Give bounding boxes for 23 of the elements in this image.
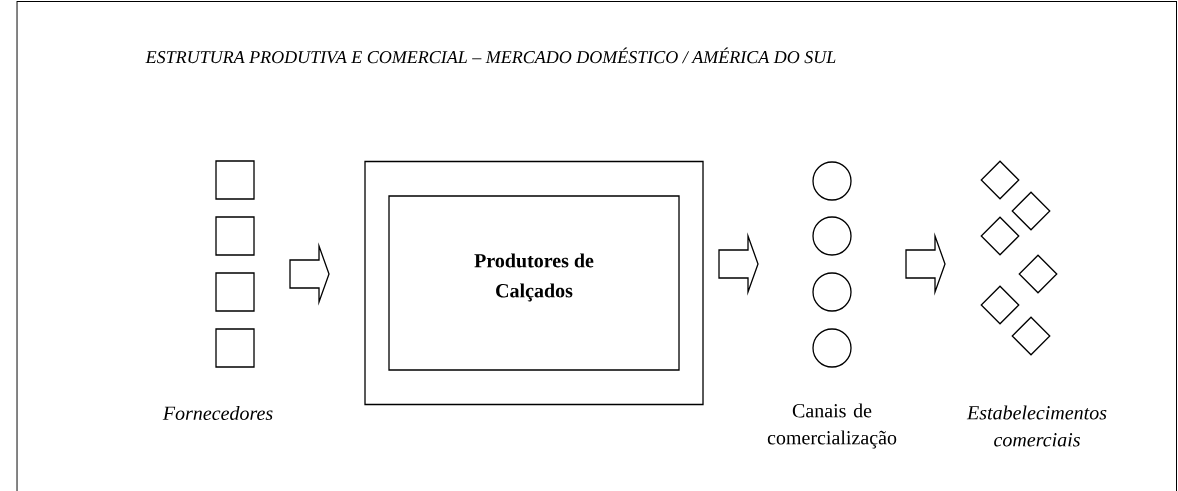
circle-shape [812, 161, 852, 201]
diamond-shape [980, 216, 1020, 256]
block-arrow [289, 242, 330, 306]
diamond-shape [1018, 254, 1058, 294]
block-arrow [718, 232, 759, 296]
circle-shape [812, 272, 852, 312]
square-box [215, 216, 255, 256]
caption: Estabelecimentos comerciais [966, 405, 1107, 447]
circle-shape [812, 328, 852, 368]
square-box [215, 272, 255, 312]
caption: Fornecedores [162, 405, 273, 421]
square-box [215, 328, 255, 368]
diamond-shape [1011, 191, 1051, 231]
title: ESTRUTURA PRODUTIVA E COMERCIAL – MERCADO DOMÉSTICO / AMÉRICA DO SUL [145, 47, 836, 64]
diamond-shape [980, 160, 1020, 200]
diamond-shape [1011, 316, 1051, 356]
outer-box [364, 160, 704, 406]
circle-shape [812, 216, 852, 256]
diamond-shape [980, 285, 1020, 325]
block-arrow [905, 232, 946, 296]
square-box [215, 160, 255, 200]
process-box: Produtores de Calçados [388, 195, 680, 371]
caption: Canais de comercialização [767, 403, 897, 449]
